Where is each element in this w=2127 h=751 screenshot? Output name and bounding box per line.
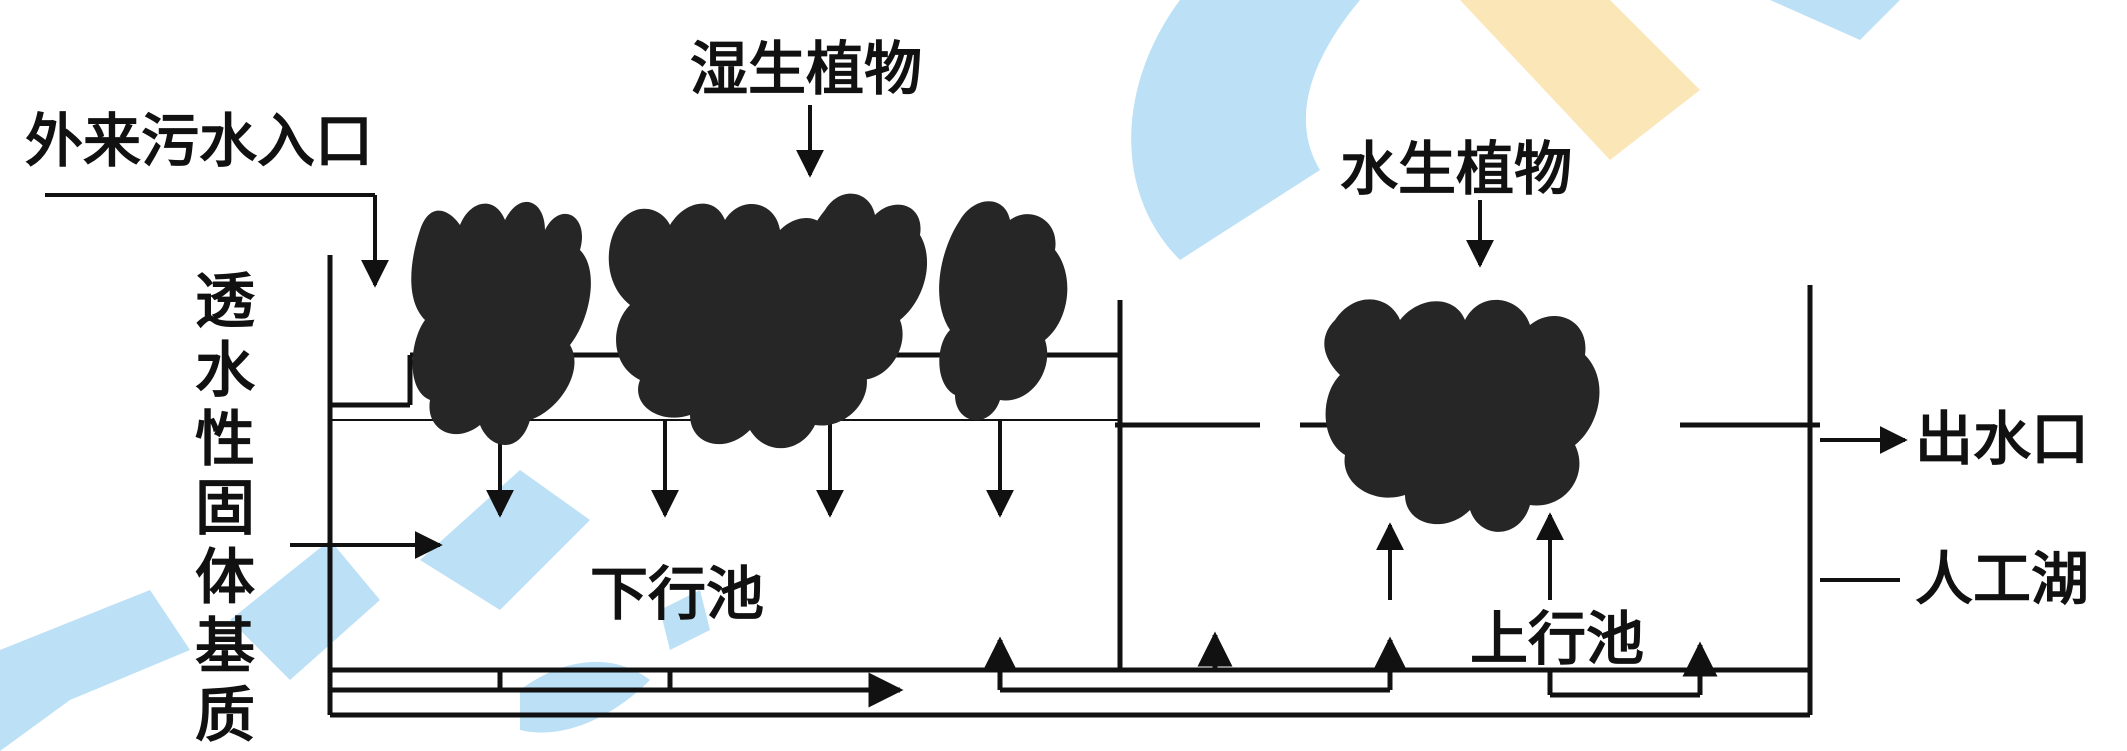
wetland-plants-label: 湿生植物 bbox=[690, 35, 923, 103]
aquatic-plants-mass bbox=[1324, 299, 1600, 532]
downflow-pool-label: 下行池 bbox=[590, 560, 765, 628]
aquatic-plants-label: 水生植物 bbox=[1340, 135, 1573, 203]
outlet-label: 出水口 bbox=[1915, 405, 2090, 473]
sewage-inlet-label: 外来污水入口 bbox=[25, 107, 374, 175]
wetland-plants-mass bbox=[411, 193, 1068, 449]
upflow-pool-label: 上行池 bbox=[1470, 605, 1645, 673]
permeable-matrix-label: 透水性固体基质 bbox=[195, 267, 255, 751]
artificial-lake-label: 人工湖 bbox=[1915, 545, 2090, 613]
